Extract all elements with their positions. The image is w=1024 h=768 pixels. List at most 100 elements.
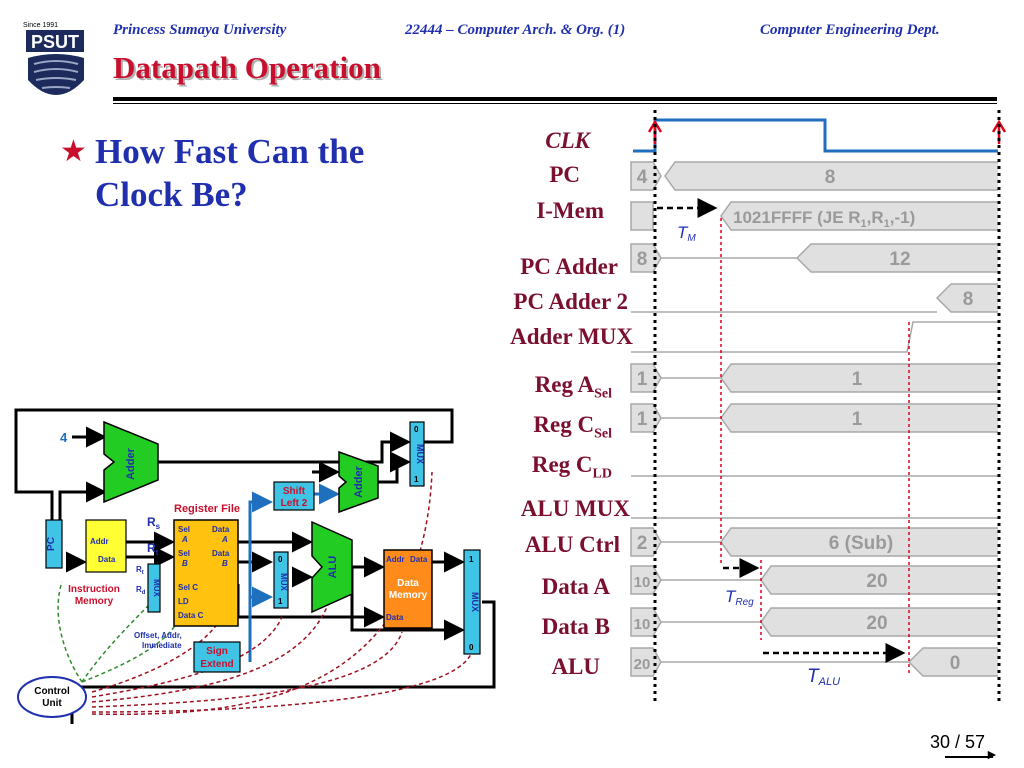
wire-feedback-top [14, 408, 454, 522]
ctrl-line-alu [91, 591, 333, 703]
rega-old-value: 1 [637, 369, 648, 390]
control-unit-line2: Unit [42, 698, 62, 709]
aluctrl-old-value: 2 [637, 533, 648, 554]
sign-extend-line2: Extend [200, 659, 233, 670]
offset-label-line2: Immediate [142, 641, 182, 650]
page-underline [945, 756, 993, 758]
alu-mux-0: 0 [278, 555, 283, 564]
signal-label-alu-ctrl: ALU Ctrl [524, 532, 620, 557]
imem-old-box [630, 201, 654, 231]
datapath-diagram: 4 Adder Adder 0 MUX 1 PC Addr Data Instr… [14, 408, 496, 724]
addermux-trace [631, 321, 998, 353]
signal-label-pc-adder: PC Adder [520, 254, 618, 279]
signal-label-pc-adder-2: PC Adder 2 [513, 289, 628, 314]
wire-data-to-dm [236, 584, 385, 628]
data-memory-block [383, 549, 433, 629]
rf-sel-b-letter: B [182, 559, 188, 568]
aluctrl-old-box [630, 527, 662, 557]
adder2-block [338, 450, 379, 514]
signal-label-imem: I-Mem [536, 198, 604, 223]
bullet-question: How Fast Can the Clock Be? [95, 132, 365, 214]
signal-label-reg-c-ld: Reg CLD [531, 452, 612, 482]
imem-data-port: Data [98, 555, 116, 564]
alu-mux-label: MUX [279, 573, 288, 591]
tm-label: TM [677, 223, 696, 244]
talu-label: TALU [807, 666, 840, 688]
pc-new-value: 8 [825, 167, 836, 188]
alu-block [311, 520, 353, 614]
adder1-block [103, 420, 159, 504]
dm-name-line2: Memory [389, 590, 428, 601]
imem-name-line2: Memory [75, 596, 114, 607]
university-name: Princess Sumaya University [113, 22, 287, 38]
aluctrl-new-value: 6 (Sub) [829, 533, 893, 554]
rf-ld: LD [178, 597, 189, 606]
ctrl-line-dm [91, 631, 403, 708]
rf-sel-a: Sel [178, 525, 190, 534]
dm-data-port: Data [410, 555, 428, 564]
title-rule-thick [113, 97, 997, 101]
offset-label-line1: Offset, Addr, [134, 631, 182, 640]
rf-data-c: Data C [178, 611, 204, 620]
const-4-label: 4 [60, 430, 68, 445]
logo-emblem-icon [28, 54, 84, 95]
ctrl-line-imux [81, 601, 153, 683]
signal-label-clk: CLK [545, 128, 590, 153]
regc-new-value: 1 [852, 409, 863, 430]
wire-adder2-to-mux [378, 451, 411, 484]
wb-mux-1: 1 [469, 555, 474, 564]
rf-data-a: Data [212, 525, 230, 534]
signal-label-reg-c-sel: Reg CSel [533, 412, 612, 442]
imem-instruction-value: 1021FFFF (JE R1,R1,-1) [733, 208, 915, 230]
imem-name-line1: Instruction [68, 584, 120, 595]
pc-mux-block [409, 421, 425, 487]
treg-label: TReg [725, 587, 754, 608]
instruction-memory-block [85, 519, 127, 573]
ctrl-line-pc [57, 581, 83, 683]
rega-new-value: 1 [852, 369, 863, 390]
pc-mux-0: 0 [414, 425, 419, 434]
alu-old-value: 20 [634, 656, 651, 673]
pc-mux-1: 1 [414, 475, 419, 484]
wb-mux-0: 0 [469, 643, 474, 652]
slide-title: Datapath Operation [113, 50, 381, 85]
signal-label-data-a: Data A [541, 574, 610, 599]
alu-old-box [630, 647, 662, 677]
course-title: 22444 – Computer Arch. & Org. (1) [405, 22, 626, 38]
regc-old-value: 1 [637, 409, 648, 430]
pc-register-block [45, 519, 63, 569]
rf-sel-a-letter: A [181, 535, 188, 544]
pc-new-box [664, 161, 998, 191]
alu-mux-1: 1 [278, 597, 283, 606]
alu-new-value: 0 [950, 653, 961, 674]
signal-label-alu-mux: ALU MUX [520, 496, 630, 521]
clk-waveform [633, 118, 998, 153]
shift-left-block [273, 481, 315, 511]
rf-data-b-letter: B [222, 559, 228, 568]
imem-new-box [720, 201, 998, 231]
wire-adder1-to-mux [158, 431, 411, 464]
signal-label-alu: ALU [551, 654, 600, 679]
rf-sel-b: Sel [178, 549, 190, 558]
rs-label: Rs [147, 515, 161, 531]
dm-addr-port: Addr [386, 555, 405, 564]
department-name: Computer Engineering Dept. [760, 22, 940, 38]
mux-rd-input: Rd [136, 585, 146, 596]
pcadder-old-value: 8 [637, 249, 648, 270]
wb-mux-label: MUX [470, 592, 480, 612]
adder2-label: Adder [353, 465, 365, 498]
shift-left-line2: Left 2 [281, 498, 308, 509]
signal-label-reg-a-sel: Reg ASel [534, 372, 612, 402]
wire-sign-to-shift [248, 491, 273, 662]
sign-extend-block [193, 641, 241, 673]
pc-old-value: 4 [637, 167, 648, 188]
alu-mux-block [273, 551, 289, 609]
control-unit-block [17, 676, 87, 718]
star-bullet-icon: ★ [60, 134, 87, 169]
pc-mux-label: MUX [415, 444, 425, 464]
rf-data-b: Data [212, 549, 230, 558]
pcadder2-new-value: 8 [963, 289, 974, 310]
imem-addr-port: Addr [90, 537, 109, 546]
dataa-old-value: 10 [634, 574, 651, 591]
dm-data-in-port: Data [386, 613, 404, 622]
